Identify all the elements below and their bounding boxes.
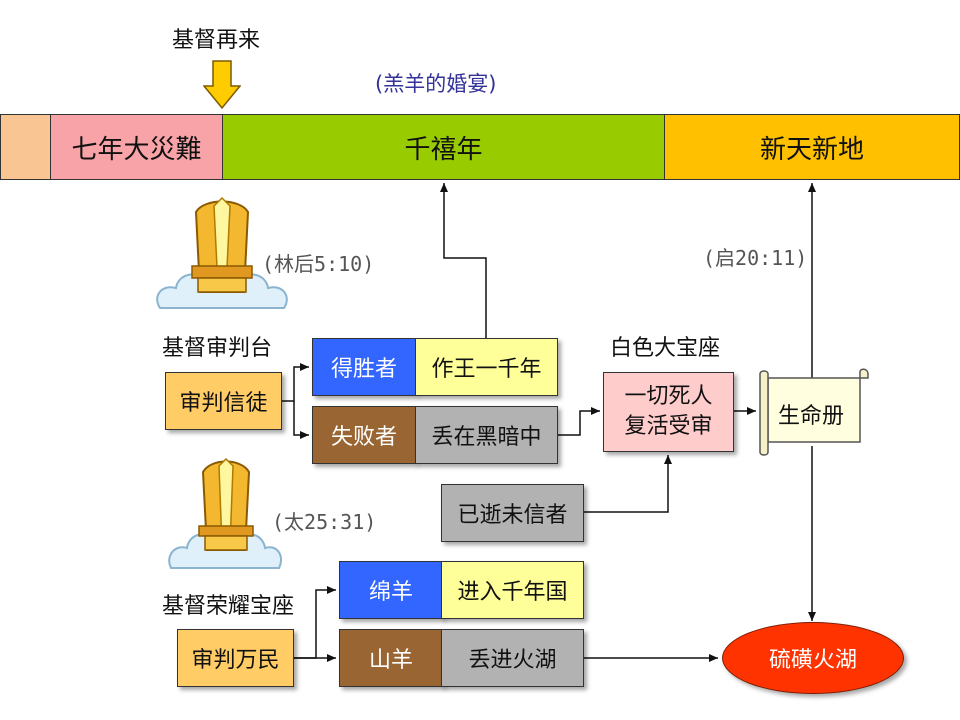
judge-believers-box: 审判信徒 — [165, 372, 282, 430]
lake-of-fire-ellipse: 硫磺火湖 — [722, 622, 904, 694]
loser-box: 失败者 — [312, 406, 416, 464]
goats-box: 山羊 — [339, 629, 443, 687]
line-believers-to-winner — [282, 363, 309, 402]
timeline-pre-segment — [0, 114, 51, 180]
line-winner-to-millennium — [440, 183, 487, 338]
timeline-new-heaven-earth: 新天新地 — [665, 114, 960, 180]
unbelievers-box: 已逝未信者 — [441, 484, 584, 542]
throne-icon — [168, 458, 283, 569]
wedding-feast-label: (羔羊的婚宴) — [375, 72, 497, 96]
judgment-seat-label: 基督审判台 — [162, 336, 273, 361]
down-arrow-icon — [203, 60, 241, 110]
judgment-seat-ref: (林后5:10) — [262, 252, 375, 276]
scroll-icon — [759, 368, 869, 456]
loser-result-box: 丢在黑暗中 — [415, 406, 558, 464]
all-dead-judged-box: 一切死人复活受审 — [603, 372, 734, 452]
book-of-life-label: 生命册 — [778, 404, 845, 429]
great-white-throne-label: 白色大宝座 — [610, 336, 721, 361]
winner-result-box: 作王一千年 — [415, 338, 558, 396]
all-dead-judged-text: 一切死人复活受审 — [624, 384, 713, 439]
judge-nations-box: 审判万民 — [177, 629, 294, 687]
great-white-throne-ref: (启20:11) — [703, 246, 808, 270]
line-darkness-to-judgment — [558, 407, 600, 436]
sheep-result-box: 进入千年国 — [441, 561, 584, 619]
line-nations-to-sheep — [294, 586, 336, 659]
second-coming-label: 基督再来 — [172, 28, 261, 53]
lake-of-fire-label: 硫磺火湖 — [768, 648, 857, 673]
glory-throne-label: 基督荣耀宝座 — [162, 594, 295, 619]
throne-icon — [156, 196, 288, 309]
winner-box: 得胜者 — [312, 338, 416, 396]
timeline-tribulation: 七年大災難 — [51, 114, 223, 180]
line-unbelievers-to-judgment — [584, 455, 672, 513]
goats-result-box: 丢进火湖 — [441, 629, 584, 687]
timeline-millennium: 千禧年 — [223, 114, 665, 180]
line-believers-to-loser — [293, 401, 309, 439]
glory-throne-ref: (太25:31) — [272, 510, 377, 534]
sheep-box: 绵羊 — [339, 561, 443, 619]
